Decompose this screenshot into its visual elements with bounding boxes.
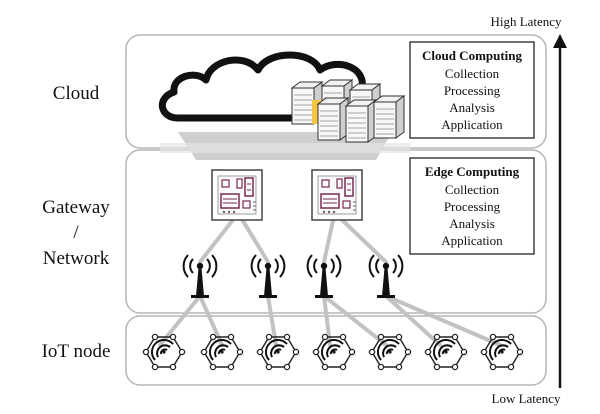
server-highlight <box>312 100 322 124</box>
server-cluster <box>291 79 405 143</box>
cloud-edge-funnel-band <box>160 143 410 153</box>
cloud-computing-title: Cloud Computing <box>422 48 523 63</box>
cloud-item: Application <box>441 117 503 132</box>
server-icon <box>373 95 405 139</box>
edge-computing-title: Edge Computing <box>425 164 520 179</box>
cloud-item: Collection <box>445 66 500 81</box>
edge-item: Application <box>441 233 503 248</box>
gateway-board-icon <box>311 169 363 221</box>
low-latency-label: Low Latency <box>492 391 561 406</box>
cloud-item: Analysis <box>449 100 495 115</box>
gateway-layer-label: Network <box>43 248 110 269</box>
gateway-board-icon <box>211 169 263 221</box>
edge-computing-box: Edge Computing Collection Processing Ana… <box>409 157 535 255</box>
high-latency-label: High Latency <box>490 14 562 29</box>
iot-layer-label: IoT node <box>42 341 111 362</box>
cloud-item: Processing <box>444 83 501 98</box>
connection-links <box>158 214 502 347</box>
cloud-layer-label: Cloud <box>53 83 100 104</box>
gateway-layer-label: / <box>73 222 79 243</box>
edge-item: Analysis <box>449 216 495 231</box>
edge-item: Processing <box>444 199 501 214</box>
server-icon <box>317 97 349 141</box>
gateway-layer-label: Gateway <box>42 197 110 218</box>
edge-item: Collection <box>445 182 500 197</box>
latency-arrow <box>553 34 567 388</box>
cloud-computing-box: Cloud Computing Collection Processing An… <box>409 41 535 139</box>
server-icon <box>345 99 377 143</box>
